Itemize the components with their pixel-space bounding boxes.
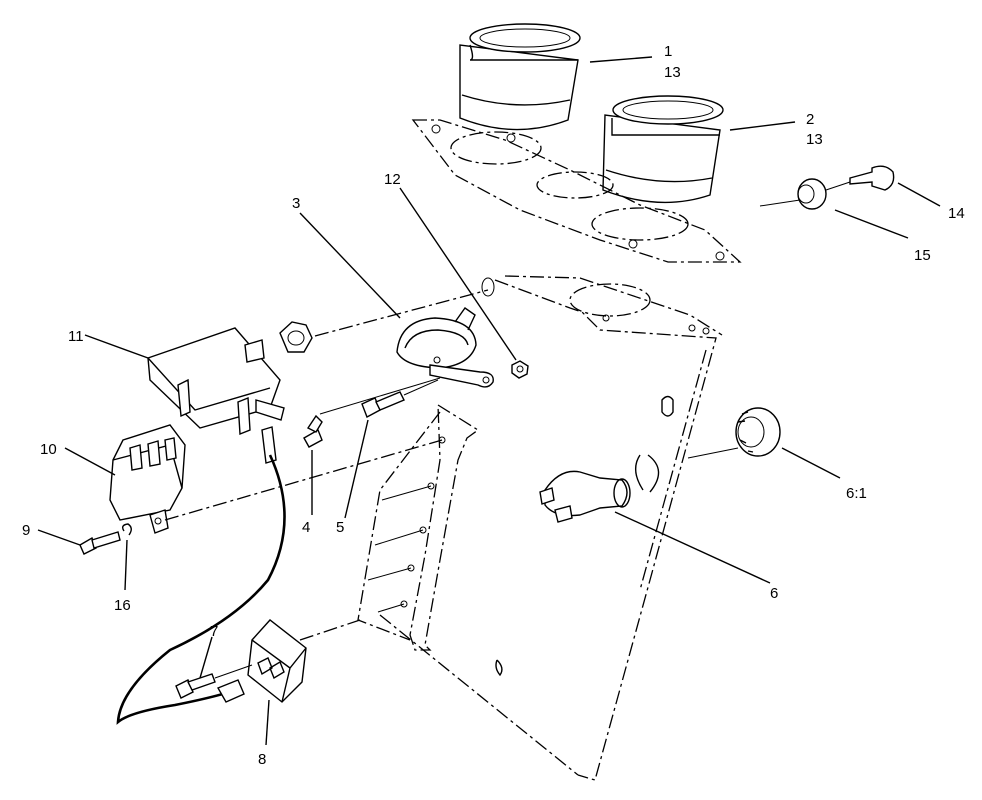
- leader-6-1: [781, 447, 841, 479]
- callout-9: 9: [22, 522, 30, 539]
- leader-2: [729, 121, 796, 131]
- nut-12: [511, 360, 529, 379]
- screw-9: [79, 531, 121, 555]
- axis-10: [164, 439, 443, 521]
- leader-9: [37, 529, 81, 546]
- screw-4: [303, 414, 323, 448]
- terminal-plug: [216, 679, 245, 703]
- leader-8: [265, 699, 270, 746]
- callout-15: 15: [914, 247, 931, 264]
- axis-7: [214, 664, 253, 679]
- callout-1: 1: [664, 43, 672, 60]
- leader-12: [399, 187, 517, 361]
- axis-8: [299, 619, 361, 641]
- gauge-2: [602, 95, 724, 204]
- callout-6-1: 6:1: [846, 485, 867, 502]
- leader-10: [64, 447, 116, 476]
- screw-7: [175, 673, 216, 699]
- wire-harness: [116, 454, 286, 725]
- connector-8: [247, 619, 307, 703]
- leader-15: [834, 209, 909, 239]
- leader-5: [344, 419, 369, 519]
- callout-12: 12: [384, 171, 401, 188]
- relay-10: [109, 424, 186, 534]
- axis-15: [759, 199, 801, 207]
- leader-11: [84, 334, 149, 359]
- leader-14: [897, 182, 941, 207]
- callout-6: 6: [770, 585, 778, 602]
- axis-11: [314, 289, 489, 337]
- callout-7: 7: [210, 623, 218, 640]
- clamp-3: [396, 307, 494, 388]
- socket-6: [539, 470, 631, 523]
- axis-5: [403, 379, 439, 396]
- callout-5: 5: [336, 519, 344, 536]
- gasket: [411, 119, 742, 263]
- leader-3: [299, 212, 401, 319]
- leader-16: [124, 539, 128, 591]
- callout-13-lower: 13: [806, 131, 823, 148]
- gauge-1: [459, 23, 581, 131]
- washer: [481, 277, 495, 297]
- callout-10: 10: [40, 441, 57, 458]
- leader-7: [199, 636, 213, 679]
- callout-8: 8: [258, 751, 266, 768]
- leader-6: [614, 511, 771, 584]
- lockwasher-16: [121, 523, 132, 536]
- ring-nut-6-1: [735, 407, 781, 457]
- leader-1: [589, 56, 653, 63]
- callout-16: 16: [114, 597, 131, 614]
- bulb-14: [849, 165, 895, 191]
- axis-4: [319, 377, 441, 415]
- bolt-5: [361, 391, 405, 418]
- callout-11: 11: [68, 328, 84, 345]
- instrument-panel: [379, 275, 723, 781]
- mounting-bracket: [357, 403, 480, 651]
- callout-4: 4: [302, 519, 310, 536]
- axis-6: [687, 447, 739, 459]
- socket-15: [797, 178, 851, 210]
- callout-13-upper: 13: [664, 64, 681, 81]
- callout-14: 14: [948, 205, 965, 222]
- callout-3: 3: [292, 195, 300, 212]
- callout-2: 2: [806, 111, 814, 128]
- flasher-11: [147, 321, 313, 464]
